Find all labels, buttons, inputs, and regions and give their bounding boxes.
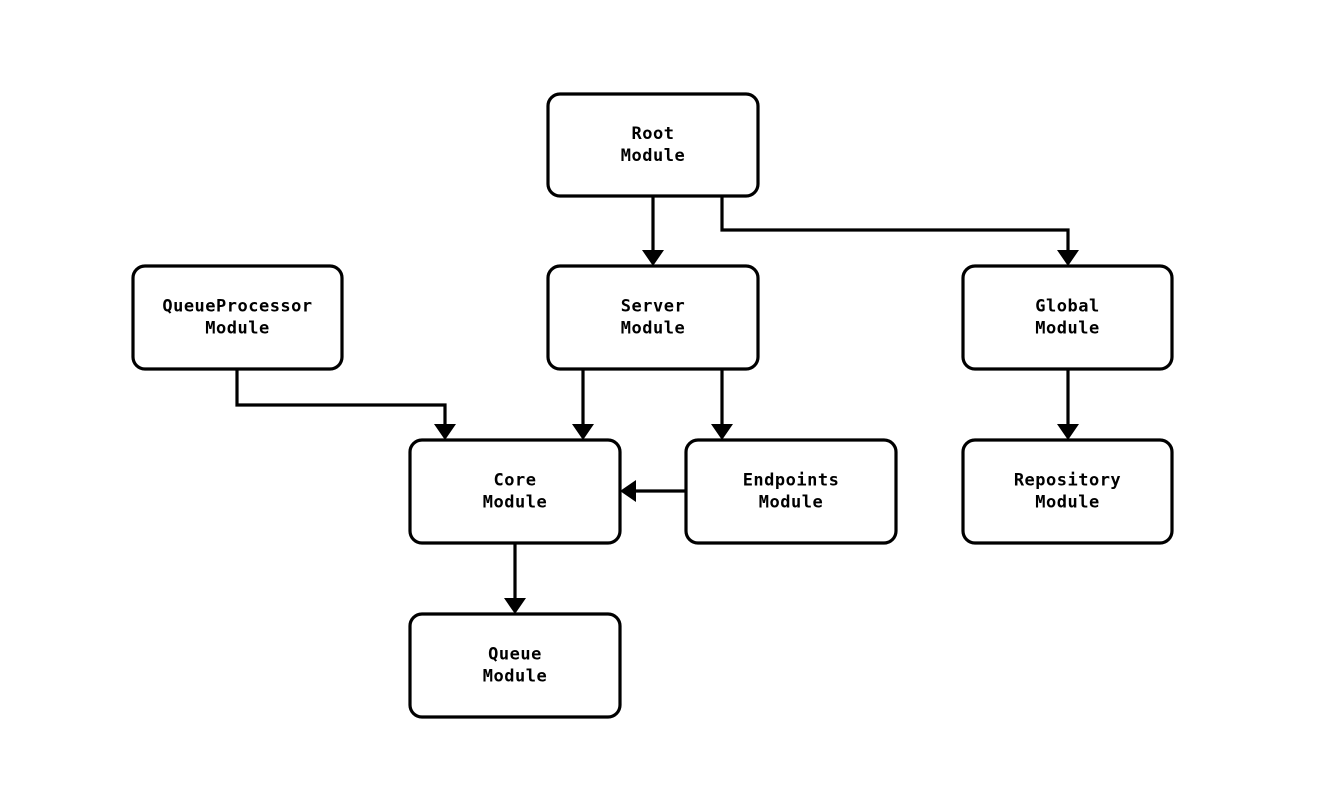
node-box-queueprocessor[interactable] bbox=[131, 264, 344, 371]
node-label-kind-repository: Module bbox=[1035, 493, 1099, 513]
edge-arrowhead bbox=[642, 250, 664, 266]
node-box-repository[interactable] bbox=[961, 438, 1174, 545]
edge-arrowhead bbox=[711, 424, 733, 440]
edge-arrowhead bbox=[1057, 250, 1079, 266]
node-label-name-repository: Repository bbox=[1014, 471, 1121, 491]
node-label-kind-queueprocessor: Module bbox=[205, 319, 269, 339]
node-label-name-root: Root bbox=[632, 124, 675, 144]
node-box-endpoints[interactable] bbox=[684, 438, 898, 545]
node-label-kind-core: Module bbox=[483, 493, 547, 513]
edge-arrowhead bbox=[572, 424, 594, 440]
node-label-name-endpoints: Endpoints bbox=[743, 471, 840, 491]
edge-line bbox=[235, 369, 447, 432]
edge-arrowhead bbox=[1057, 424, 1079, 440]
node-label-kind-endpoints: Module bbox=[759, 493, 823, 513]
edges-layer bbox=[235, 196, 1079, 614]
edge-endpoints-to-core bbox=[620, 480, 686, 502]
node-label-name-global: Global bbox=[1035, 297, 1099, 317]
node-box-core[interactable] bbox=[408, 438, 622, 545]
edge-server-to-endpoints bbox=[711, 369, 733, 440]
node-box-queue[interactable] bbox=[408, 612, 622, 719]
edge-arrowhead bbox=[504, 598, 526, 614]
node-label-name-core: Core bbox=[494, 471, 537, 491]
edge-root-to-server bbox=[642, 196, 664, 266]
node-box-server[interactable] bbox=[546, 264, 760, 371]
node-label-kind-global: Module bbox=[1035, 319, 1099, 339]
node-box-global[interactable] bbox=[961, 264, 1174, 371]
edge-core-to-queue bbox=[504, 543, 526, 614]
edge-line bbox=[720, 196, 1070, 258]
node-label-kind-queue: Module bbox=[483, 667, 547, 687]
node-label-kind-root: Module bbox=[621, 146, 685, 166]
node-label-name-queueprocessor: QueueProcessor bbox=[162, 297, 312, 317]
node-label-name-queue: Queue bbox=[488, 645, 542, 665]
edge-server-to-core bbox=[572, 369, 594, 440]
node-label-name-server: Server bbox=[621, 297, 685, 317]
nodes-layer: RootModuleQueueProcessorModuleServerModu… bbox=[131, 92, 1174, 719]
edge-root-to-global bbox=[720, 196, 1079, 266]
edge-arrowhead bbox=[434, 424, 456, 440]
edge-queueprocessor-to-core bbox=[235, 369, 456, 440]
edge-arrowhead bbox=[620, 480, 636, 502]
edge-global-to-repository bbox=[1057, 369, 1079, 440]
node-box-root[interactable] bbox=[546, 92, 760, 198]
node-label-kind-server: Module bbox=[621, 319, 685, 339]
